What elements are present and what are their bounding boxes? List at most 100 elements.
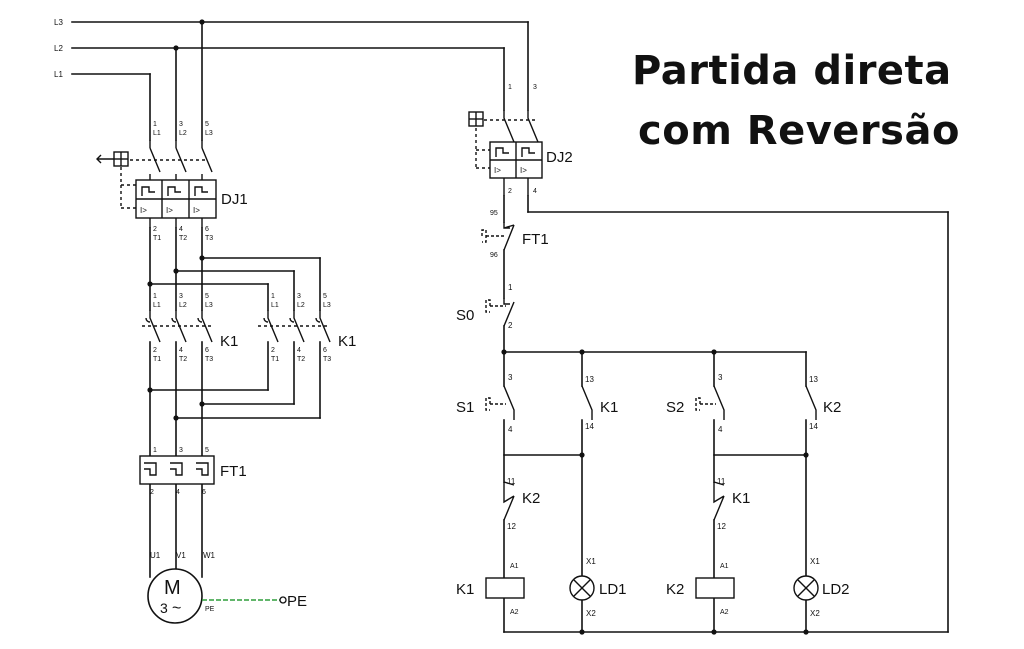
ft1-out-num: 6 <box>202 489 206 496</box>
k1-reverse-label: K1 <box>338 333 356 350</box>
motor-ac-symbol: ~ <box>172 600 181 617</box>
s0-num: 2 <box>508 321 513 330</box>
ground-label: PE <box>287 593 307 610</box>
k1-in-label: L3 <box>205 302 213 309</box>
k1-forward-label: K1 <box>220 333 238 350</box>
s1-num: 3 <box>508 373 513 382</box>
k1r-in-num: 1 <box>271 293 275 300</box>
k2-seal-num: 14 <box>809 422 818 431</box>
k2-coil-label: K2 <box>666 581 684 598</box>
k1r-out-label: T1 <box>271 356 279 363</box>
dj1-in-label: L3 <box>205 130 213 137</box>
motor-pe-terminal: PE <box>205 606 215 613</box>
dj1-in-num: 5 <box>205 121 209 128</box>
overload-relay-ft1: FT1 1 3 5 2 4 6 <box>139 447 247 496</box>
ld2-num: X2 <box>810 609 820 618</box>
dj1-in-num: 3 <box>179 121 183 128</box>
k1r-out-num: 2 <box>271 347 275 354</box>
ft1-out-num: 4 <box>176 489 180 496</box>
k1-interlock-label: K1 <box>732 490 750 507</box>
dj2-trip-1: I> <box>494 166 501 175</box>
k1-coil-num: A1 <box>510 563 519 570</box>
ft1-nc-num: 96 <box>490 252 498 259</box>
dj1-in-label: L1 <box>153 130 161 137</box>
k2-interlock-num: 11 <box>507 477 516 486</box>
k1-out-num: 4 <box>179 347 183 354</box>
breaker-dj1: I> I> I> DJ1 1 L1 3 L2 5 L3 2 T1 4 T2 6 … <box>96 121 248 242</box>
ld1-num: X2 <box>586 609 596 618</box>
k1-seal-label: K1 <box>600 399 618 416</box>
dj2-out-num: 4 <box>533 188 537 195</box>
wires <box>71 21 949 633</box>
dj2-label: DJ2 <box>546 149 573 166</box>
ld2-num: X1 <box>810 557 820 566</box>
dj2-in-num: 3 <box>533 84 537 91</box>
k1-out-num: 2 <box>153 347 157 354</box>
page-title-line-2: com Reversão <box>638 108 960 154</box>
stop-button-s0: 1 2 S0 <box>456 283 515 330</box>
k1-in-label: L1 <box>153 302 161 309</box>
k1-coil-label: K1 <box>456 581 474 598</box>
k1-in-num: 1 <box>153 293 157 300</box>
motor-terminal-u1: U1 <box>150 551 161 560</box>
dj1-in-num: 1 <box>153 121 157 128</box>
ld1-num: X1 <box>586 557 596 566</box>
motor-symbol: M <box>164 577 181 599</box>
k1-out-label: T3 <box>205 356 213 363</box>
s1-num: 4 <box>508 425 513 434</box>
s2-num: 3 <box>718 373 723 382</box>
k1r-in-num: 5 <box>323 293 327 300</box>
breaker-dj2: I> I> DJ2 1 3 2 4 <box>468 84 573 196</box>
s0-num: 1 <box>508 283 513 292</box>
dj1-out-label: T1 <box>153 235 161 242</box>
k1r-out-num: 4 <box>297 347 301 354</box>
ft1-nc-num: 95 <box>490 210 498 217</box>
s0-label: S0 <box>456 307 474 324</box>
dj1-in-label: L2 <box>179 130 187 137</box>
dj2-trip-2: I> <box>520 166 527 175</box>
k1-seal-num: 13 <box>585 375 594 384</box>
k1r-in-label: L1 <box>271 302 279 309</box>
label-L2: L2 <box>54 44 63 53</box>
dj1-label: DJ1 <box>221 191 248 208</box>
motor-terminal-w1: W1 <box>203 551 216 560</box>
k1r-out-num: 6 <box>323 347 327 354</box>
dj1-trip-3: I> <box>193 206 200 215</box>
k1r-in-label: L2 <box>297 302 305 309</box>
k1-out-label: T2 <box>179 356 187 363</box>
k2-interlock-num: 12 <box>507 522 516 531</box>
ft1-nc-contact: 95 96 FT1 <box>481 210 549 259</box>
k2-coil-num: A1 <box>720 563 729 570</box>
k1-in-label: L2 <box>179 302 187 309</box>
motor-phase: 3 <box>160 600 168 616</box>
k1-out-num: 6 <box>205 347 209 354</box>
k1r-in-num: 3 <box>297 293 301 300</box>
ft1-label: FT1 <box>220 463 247 480</box>
label-L1: L1 <box>54 70 63 79</box>
ft1-nc-label: FT1 <box>522 231 549 248</box>
dj1-out-num: 4 <box>179 226 183 233</box>
dj1-out-label: T3 <box>205 235 213 242</box>
k1-interlock-num: 11 <box>717 477 726 486</box>
ft1-out-num: 2 <box>150 489 154 496</box>
motor: U1 V1 W1 M 3 ~ PE PE <box>147 551 307 624</box>
k1-in-num: 5 <box>205 293 209 300</box>
dj1-out-label: T2 <box>179 235 187 242</box>
dj1-trip-2: I> <box>166 206 173 215</box>
motor-terminal-v1: V1 <box>176 551 186 560</box>
k2-seal-num: 13 <box>809 375 818 384</box>
branch-1: S1 3 4 K1 13 14 K2 11 12 K1 A1 A2 LD1 X1… <box>456 373 627 618</box>
k2-seal-label: K2 <box>823 399 841 416</box>
k1-seal-num: 14 <box>585 422 594 431</box>
junction-dots <box>147 19 809 635</box>
k1-coil-num: A2 <box>510 609 519 616</box>
ft1-in-num: 1 <box>153 447 157 454</box>
k1-interlock-num: 12 <box>717 522 726 531</box>
k1-in-num: 3 <box>179 293 183 300</box>
k1r-in-label: L3 <box>323 302 331 309</box>
contactor-k1-reverse: K1 1 L1 3 L2 5 L3 2 T1 4 T2 6 T3 <box>258 293 356 363</box>
dj1-trip-1: I> <box>140 206 147 215</box>
ft1-in-num: 3 <box>179 447 183 454</box>
s1-label: S1 <box>456 399 474 416</box>
